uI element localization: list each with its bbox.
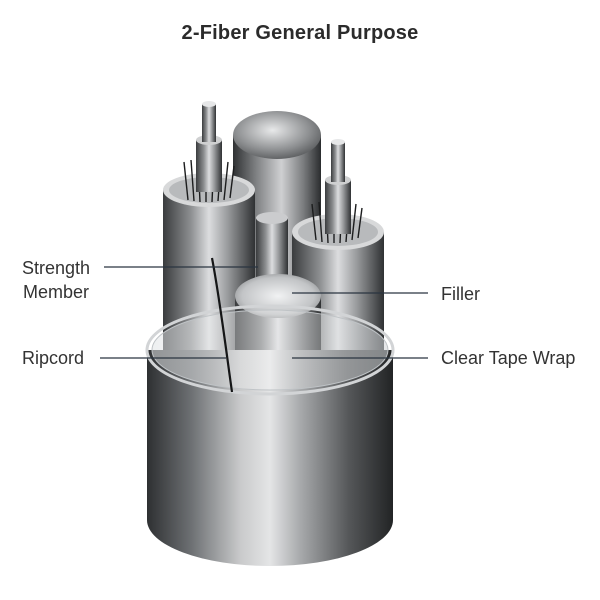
ripcord-label: Ripcord — [22, 348, 85, 368]
filler-label: Filler — [441, 284, 480, 304]
outer-jacket — [145, 304, 395, 566]
strength-member-label-line2: Member — [22, 282, 89, 302]
ripcord-thread — [210, 257, 234, 393]
left-fiber-subunit — [163, 101, 255, 360]
diagram-title: 2-Fiber General Purpose — [181, 22, 419, 44]
clear-tape-wrap-label: Clear Tape Wrap — [441, 348, 576, 368]
strength-member-label: Strength Member — [18, 256, 94, 304]
strength-member-label-line1: Strength — [21, 258, 91, 278]
